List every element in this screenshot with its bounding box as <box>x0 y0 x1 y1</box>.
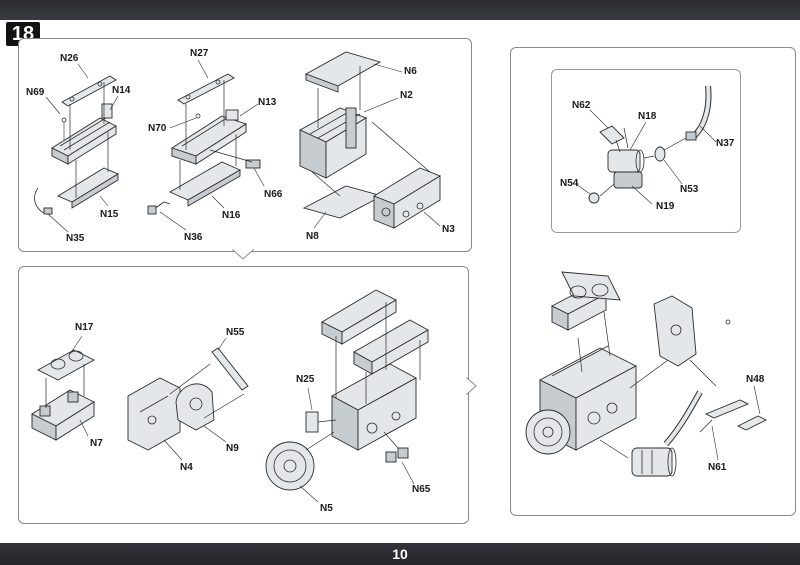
label-n66: N66 <box>264 189 283 200</box>
block-cover-group <box>299 51 442 229</box>
label-n26: N26 <box>60 53 79 64</box>
label-n7: N7 <box>90 438 103 449</box>
label-n18: N18 <box>638 111 657 122</box>
label-n37: N37 <box>716 138 735 149</box>
label-n36: N36 <box>184 232 203 243</box>
label-n25: N25 <box>296 374 315 385</box>
final-engine-group <box>525 271 768 477</box>
label-n4: N4 <box>180 462 193 473</box>
label-n70: N70 <box>148 123 167 134</box>
label-n9: N9 <box>226 443 239 454</box>
top-border-bar <box>0 0 800 20</box>
label-n3: N3 <box>442 224 455 235</box>
label-n35: N35 <box>66 233 85 244</box>
label-n53: N53 <box>680 184 699 195</box>
label-n61: N61 <box>708 462 727 473</box>
label-n2: N2 <box>400 90 413 101</box>
starter-motor-group <box>588 85 712 204</box>
label-n17: N17 <box>75 322 94 333</box>
n17-n7-group <box>31 349 95 441</box>
label-n5: N5 <box>320 503 333 514</box>
middle-head-group <box>147 73 261 215</box>
label-n8: N8 <box>306 231 319 242</box>
label-n13: N13 <box>258 97 277 108</box>
engine-subassembly-group <box>265 289 429 491</box>
label-n16: N16 <box>222 210 241 221</box>
label-n69: N69 <box>26 87 45 98</box>
label-n19: N19 <box>656 201 675 212</box>
label-n54: N54 <box>560 178 579 189</box>
label-n55: N55 <box>226 327 245 338</box>
n55-n4-n9-group <box>127 347 249 451</box>
label-n48: N48 <box>746 374 765 385</box>
label-leaders <box>45 59 761 503</box>
label-n27: N27 <box>190 48 209 59</box>
label-n15: N15 <box>100 209 119 220</box>
left-head-group <box>34 75 119 215</box>
label-n6: N6 <box>404 66 417 77</box>
label-n65: N65 <box>412 484 431 495</box>
bottom-border-bar <box>0 543 800 565</box>
label-n14: N14 <box>112 85 131 96</box>
label-n62: N62 <box>572 100 591 111</box>
page-number: 10 <box>392 546 408 562</box>
